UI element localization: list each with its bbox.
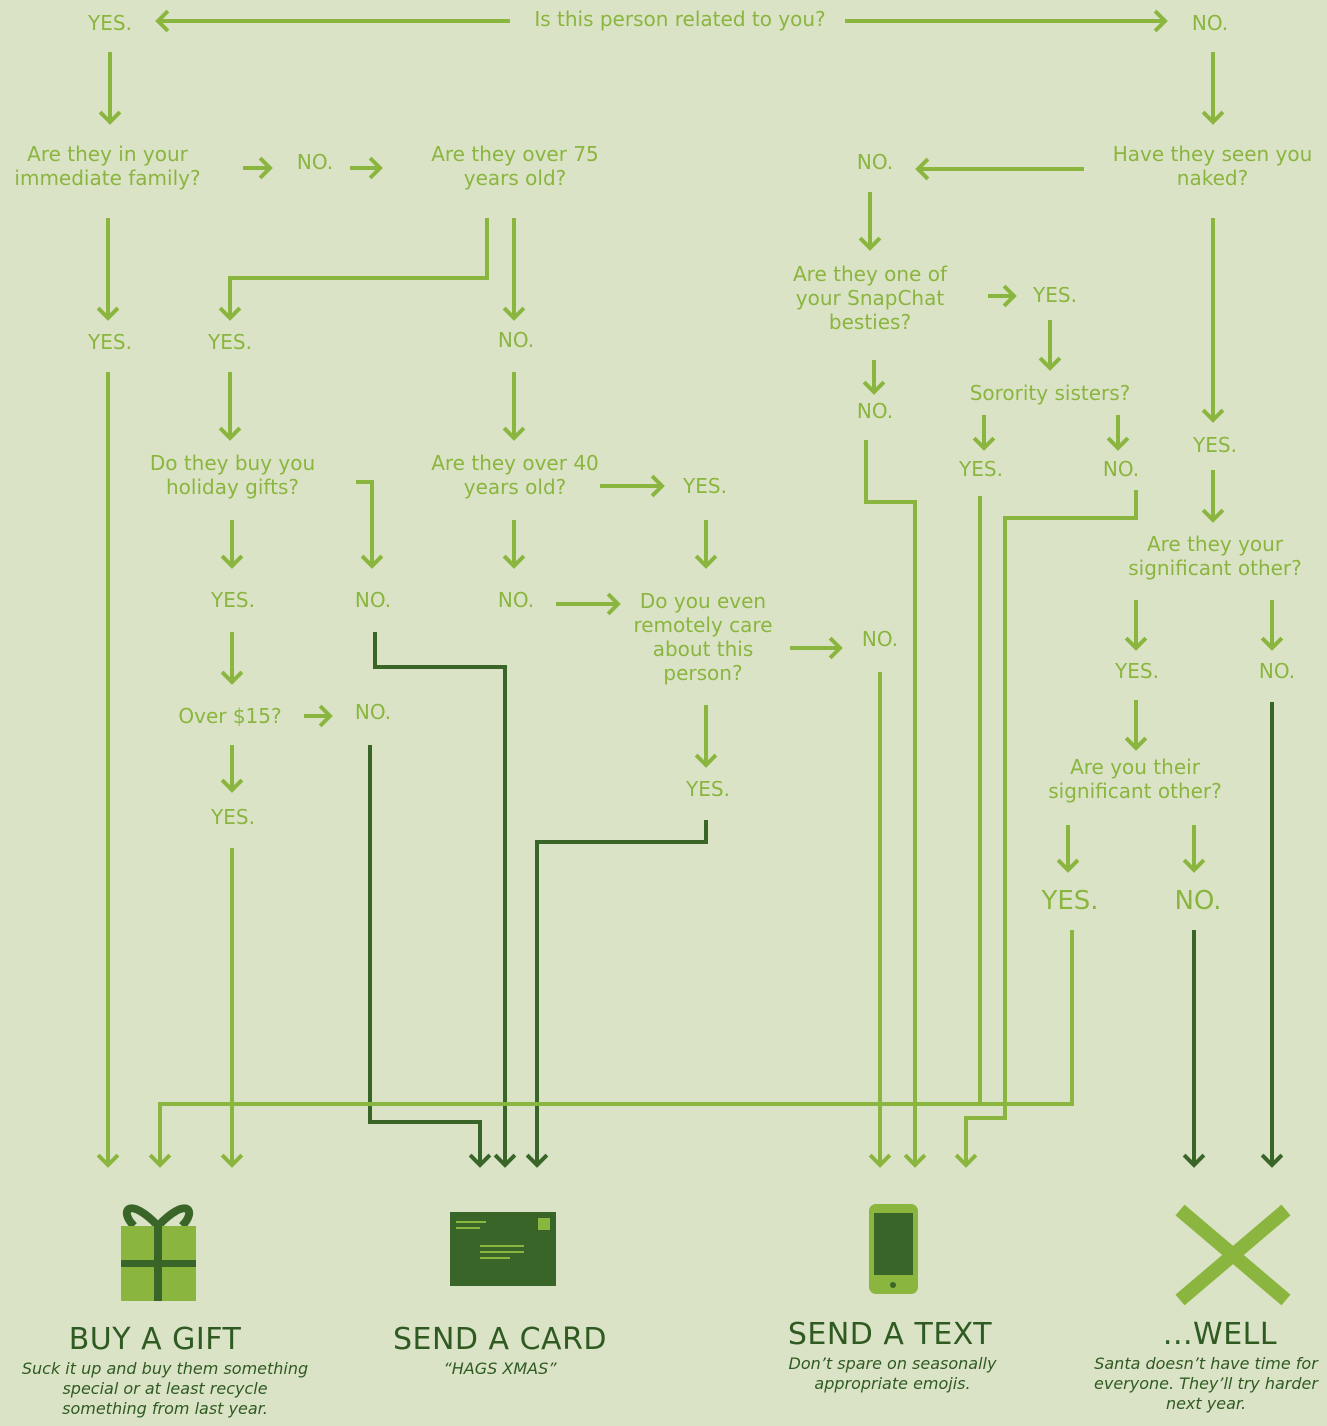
connector-arrow-25 bbox=[373, 632, 517, 1168]
phone-icon bbox=[869, 1204, 918, 1294]
answer-yes-over-40: YES. bbox=[683, 474, 727, 498]
question-over-75: Are they over 75 years old? bbox=[431, 142, 599, 190]
connector-arrow-26 bbox=[368, 745, 492, 1168]
outcome-title-card: SEND A CARD bbox=[392, 1322, 608, 1357]
answer-no-immediate: NO. bbox=[296, 150, 334, 174]
connector-arrow-40 bbox=[1056, 825, 1080, 873]
connector-arrow-41 bbox=[1182, 825, 1206, 873]
connector-arrow-5 bbox=[243, 156, 273, 180]
outcome-title-well: ...WELL bbox=[1162, 1317, 1278, 1352]
outcome-desc-card: “HAGS XMAS” bbox=[443, 1359, 557, 1378]
answer-no-over-75: NO. bbox=[497, 328, 535, 352]
connector-arrow-19 bbox=[790, 636, 843, 660]
outcome-title-text: SEND A TEXT bbox=[787, 1317, 993, 1352]
connector-arrow-48 bbox=[1260, 702, 1284, 1168]
answer-yes-your-so: YES. bbox=[1041, 886, 1099, 916]
answer-yes-over-15: YES. bbox=[211, 805, 255, 829]
connector-arrow-37 bbox=[1124, 600, 1148, 651]
connector-arrow-1 bbox=[155, 9, 510, 33]
outcome-desc-text: Don’t spare on seasonally appropriate em… bbox=[788, 1354, 997, 1393]
connector-arrow-10 bbox=[502, 372, 526, 441]
answer-no-snapchat: NO. bbox=[856, 399, 894, 423]
connector-arrow-33 bbox=[972, 415, 996, 451]
question-seen-naked: Have they seen you naked? bbox=[1112, 142, 1313, 190]
connector-arrow-46 bbox=[148, 930, 1074, 1168]
question-immediate-family: Are they in your immediate family? bbox=[14, 142, 201, 190]
connector-arrow-32 bbox=[862, 360, 886, 395]
connector-arrow-47 bbox=[1182, 930, 1206, 1168]
x-icon bbox=[1175, 1204, 1291, 1306]
question-snapchat: Are they one of your SnapChat besties? bbox=[793, 262, 947, 334]
connector-arrow-9 bbox=[502, 218, 526, 321]
answer-yes-over-75: YES. bbox=[208, 330, 252, 354]
answer-yes-related: YES. bbox=[88, 11, 132, 35]
connector-arrow-22 bbox=[220, 745, 244, 793]
connector-arrow-6 bbox=[350, 156, 383, 180]
question-over-15: Over $15? bbox=[178, 704, 282, 728]
connector-arrow-45 bbox=[954, 490, 1138, 1168]
connector-arrow-21 bbox=[304, 704, 333, 728]
answer-yes-immediate: YES. bbox=[88, 330, 132, 354]
question-care: Do you even remotely care about this per… bbox=[633, 589, 773, 685]
outcome-title-gift: BUY A GIFT bbox=[68, 1322, 242, 1357]
connector-arrow-38 bbox=[1260, 600, 1284, 651]
connector-arrow-13 bbox=[600, 474, 665, 498]
connector-arrow-28 bbox=[915, 157, 1084, 181]
gift-icon bbox=[121, 1204, 196, 1301]
connector-arrow-2 bbox=[845, 9, 1168, 33]
connector-arrow-12 bbox=[96, 372, 120, 1168]
answer-yes-seen-naked: YES. bbox=[1193, 433, 1237, 457]
connector-arrow-11 bbox=[218, 372, 242, 441]
connector-arrow-36 bbox=[1201, 470, 1225, 523]
connector-arrow-35 bbox=[1201, 218, 1225, 423]
connector-arrow-3 bbox=[98, 52, 122, 125]
question-your-so: Are you their significant other? bbox=[1048, 755, 1222, 803]
connector-arrow-34 bbox=[1106, 415, 1130, 451]
connector-arrow-20 bbox=[220, 632, 244, 685]
connector-arrow-7 bbox=[96, 218, 120, 321]
connector-arrow-4 bbox=[1201, 52, 1225, 125]
connector-arrow-31 bbox=[1038, 320, 1062, 371]
answer-no-over-40: NO. bbox=[497, 588, 535, 612]
answer-no-buy-gifts: NO. bbox=[354, 588, 392, 612]
question-over-40: Are they over 40 years old? bbox=[431, 451, 599, 499]
connector-arrow-18 bbox=[556, 592, 621, 616]
connector-arrow-30 bbox=[988, 284, 1017, 308]
answer-yes-sorority: YES. bbox=[959, 457, 1003, 481]
answer-no-care: NO. bbox=[861, 627, 899, 651]
connector-arrow-15 bbox=[502, 520, 526, 569]
answer-yes-care: YES. bbox=[686, 777, 730, 801]
answer-no-seen-naked: NO. bbox=[856, 150, 894, 174]
answer-yes-buy-gifts: YES. bbox=[211, 588, 255, 612]
answer-no-over-15: NO. bbox=[354, 700, 392, 724]
answer-yes-their-so: YES. bbox=[1115, 659, 1159, 683]
question-related: Is this person related to you? bbox=[534, 7, 826, 31]
connector-arrow-24 bbox=[220, 848, 244, 1168]
connector-arrow-43 bbox=[864, 440, 927, 1168]
answer-no-sorority: NO. bbox=[1102, 457, 1140, 481]
connector-arrow-17 bbox=[356, 480, 384, 569]
envelope-icon bbox=[450, 1212, 556, 1286]
connector-arrow-39 bbox=[1124, 700, 1148, 751]
connector-arrow-29 bbox=[858, 192, 882, 251]
connector-arrow-8 bbox=[218, 218, 489, 321]
question-buy-gifts: Do they buy you holiday gifts? bbox=[149, 451, 316, 499]
connector-arrow-16 bbox=[220, 520, 244, 569]
question-their-so: Are they your significant other? bbox=[1128, 532, 1302, 580]
answer-no-your-so: NO. bbox=[1174, 886, 1222, 916]
answer-no-related: NO. bbox=[1191, 11, 1229, 35]
answer-no-their-so: NO. bbox=[1258, 659, 1296, 683]
outcome-desc-well: Santa doesn’t have time for everyone. Th… bbox=[1094, 1354, 1318, 1413]
question-sorority: Sorority sisters? bbox=[969, 381, 1131, 405]
connector-arrow-14 bbox=[694, 520, 718, 569]
outcome-desc-gift: Suck it up and buy them something specia… bbox=[21, 1359, 309, 1418]
answer-yes-snapchat: YES. bbox=[1033, 283, 1077, 307]
connector-arrow-27 bbox=[525, 820, 708, 1168]
connector-arrow-42 bbox=[868, 672, 892, 1168]
connector-arrow-23 bbox=[694, 705, 718, 768]
